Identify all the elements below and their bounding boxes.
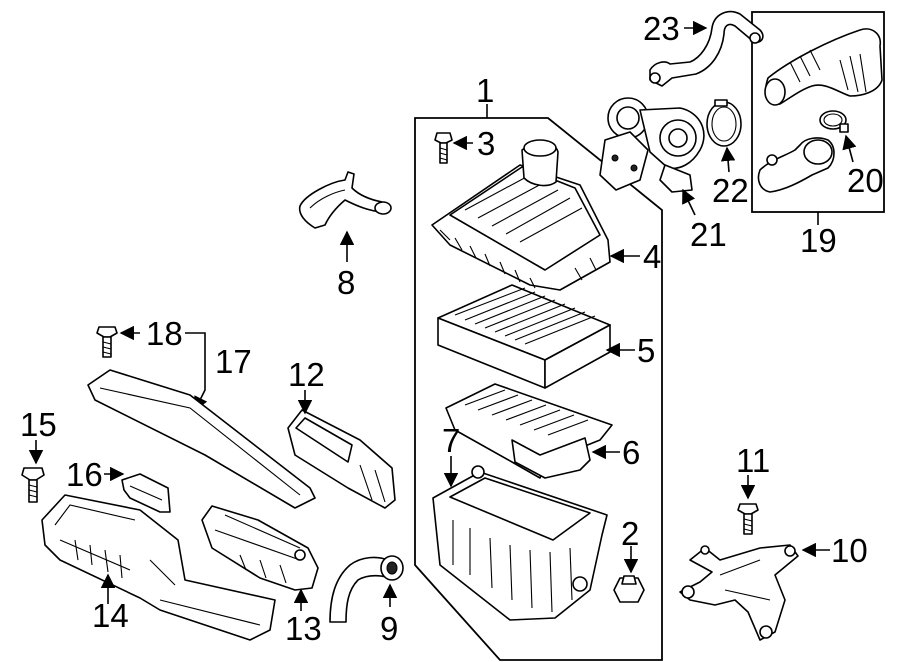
bolt-3	[434, 132, 453, 164]
callout-20: 20	[847, 162, 884, 199]
callout-12: 12	[288, 356, 325, 393]
intake-tube-19	[757, 137, 835, 193]
hose-23	[649, 10, 764, 87]
resonator-13	[201, 505, 319, 591]
clip-16	[121, 473, 171, 513]
clamp-22	[706, 99, 742, 147]
callout-21: 21	[690, 216, 727, 253]
callout-2: 2	[621, 515, 639, 552]
callout-23: 23	[643, 10, 680, 47]
callout-18: 18	[146, 315, 183, 352]
callout-14: 14	[92, 597, 129, 634]
hose-8	[298, 171, 392, 229]
clamp-20	[819, 110, 849, 133]
callout-5: 5	[637, 332, 655, 369]
leader-22	[720, 146, 736, 173]
callout-7: 7	[442, 422, 460, 459]
callout-17: 17	[215, 343, 252, 380]
nut-2	[613, 575, 645, 603]
callout-8: 8	[337, 264, 355, 301]
air-cleaner-housing-7	[432, 465, 608, 621]
leader-20	[842, 134, 857, 163]
mounting-bracket-10	[679, 544, 799, 641]
assembly-1-bracket	[414, 117, 663, 661]
air-cleaner-cover-4	[431, 139, 611, 291]
bolt-18	[96, 326, 118, 358]
callout-6: 6	[622, 434, 640, 471]
air-filter-element-5	[437, 284, 611, 389]
callout-3: 3	[477, 125, 495, 162]
callout-13: 13	[285, 610, 322, 647]
leader-17	[185, 332, 208, 412]
callout-10: 10	[831, 532, 868, 569]
inlet-duct-14	[41, 494, 276, 641]
callout-16: 16	[66, 456, 103, 493]
callout-4: 4	[643, 238, 661, 275]
callout-9: 9	[380, 610, 398, 647]
air-duct-12	[287, 409, 396, 509]
bolt-15	[21, 467, 45, 503]
seal-strip-17	[87, 369, 316, 509]
turbocharger-21	[599, 97, 705, 193]
leader-21	[682, 188, 696, 216]
callout-1: 1	[476, 72, 494, 109]
filter-tray-6	[445, 383, 613, 479]
callout-11: 11	[736, 442, 770, 479]
hose-9	[329, 555, 404, 623]
intake-hose-19	[764, 28, 883, 106]
callout-15: 15	[20, 406, 57, 443]
callout-22: 22	[712, 172, 749, 209]
callout-19: 19	[800, 222, 837, 259]
bolt-11	[737, 503, 759, 535]
